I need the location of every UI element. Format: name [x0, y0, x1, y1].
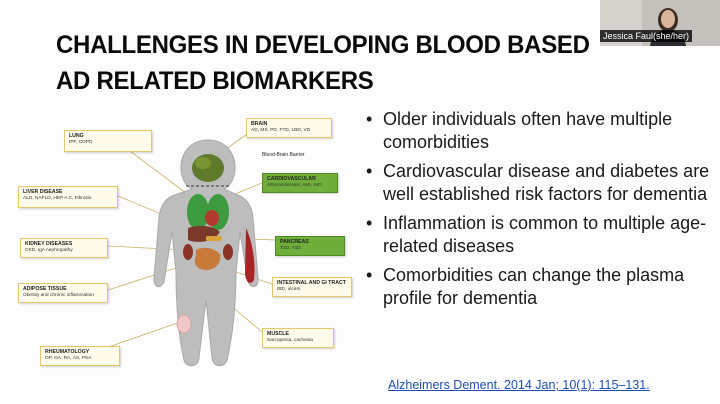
callout-cardiovascular: CARDIOVASCULAR Atherosclerosis, AMI, IHD — [262, 173, 338, 193]
callout-cardiovascular-title: CARDIOVASCULAR — [267, 176, 316, 182]
bullet-item: Cardiovascular disease and diabetes are … — [366, 160, 711, 205]
callout-muscle-title: MUSCLE — [267, 331, 289, 337]
callout-pancreas: PANCREAS T2D, T1D — [275, 236, 345, 256]
callout-rheumatology: RHEUMATOLOGY OP, OA, RA, AS, PSA — [40, 346, 120, 366]
callout-intestinal-title: INTESTINAL AND GI TRACT — [277, 280, 346, 286]
callout-kidney-title: KIDNEY DISEASES — [25, 241, 73, 247]
lung-left-icon — [187, 194, 209, 230]
callout-brain-sub: AD, MS, PD, FTD, LBD, VD — [251, 127, 311, 133]
heart-icon — [205, 210, 219, 226]
pancreas-icon — [206, 236, 222, 241]
kidney-right-icon — [223, 244, 233, 260]
intestine-icon — [194, 247, 221, 270]
brain-icon — [192, 154, 224, 182]
blood-brain-barrier-label: Blood-Brain Barrier — [262, 152, 305, 158]
connector-rheumatology — [99, 321, 181, 351]
callout-adipose-sub: Obesity and chronic inflammation — [23, 292, 94, 298]
callout-muscle-sub: Sarcopenia, cachexia — [267, 337, 313, 343]
connector-kidney — [107, 245, 187, 251]
callout-adipose: ADIPOSE TISSUE Obesity and chronic infla… — [18, 283, 108, 303]
callout-liver: LIVER DISEASE ALD, NAFLD, HEP A C, Fibro… — [18, 186, 118, 208]
slide-title-line-1: CHALLENGES IN DEVELOPING BLOOD BASED — [56, 31, 590, 59]
callout-kidney: KIDNEY DISEASES CKD, IgA nephropathy — [20, 238, 108, 258]
callout-muscle: MUSCLE Sarcopenia, cachexia — [262, 328, 334, 348]
bullet-list: Older individuals often have multiple co… — [366, 108, 711, 316]
presenter-name-label: Jessica Faul(she/her) — [600, 30, 693, 42]
knee-joint-icon — [176, 314, 192, 334]
bullet-item: Inflammation is common to multiple age-r… — [366, 212, 711, 257]
callout-cardiovascular-sub: Atherosclerosis, AMI, IHD — [267, 182, 322, 188]
callout-lung-title: LUNG — [69, 133, 84, 139]
muscle-icon — [245, 228, 255, 283]
body-silhouette — [153, 139, 259, 367]
kidney-left-icon — [183, 244, 193, 260]
callout-intestinal: INTESTINAL AND GI TRACT IBD, ulcers — [272, 277, 352, 297]
bullet-item: Comorbidities can change the plasma prof… — [366, 264, 711, 309]
callout-liver-sub: ALD, NAFLD, HEP A C, Fibrosis — [23, 195, 92, 201]
citation-link[interactable]: Alzheimers Dement. 2014 Jan; 10(1): 115–… — [388, 378, 650, 392]
callout-adipose-title: ADIPOSE TISSUE — [23, 286, 67, 292]
callout-liver-title: LIVER DISEASE — [23, 189, 63, 195]
callout-pancreas-sub: T2D, T1D — [280, 245, 301, 251]
callout-rheumatology-title: RHEUMATOLOGY — [45, 349, 90, 355]
callout-lung-sub: IPF, COPD — [69, 139, 93, 145]
slide-title: CHALLENGES IN DEVELOPING BLOOD BASED AD … — [56, 27, 632, 99]
bullet-item: Older individuals often have multiple co… — [366, 108, 711, 153]
brain-highlight-icon — [195, 157, 211, 169]
callout-rheumatology-sub: OP, OA, RA, AS, PSA — [45, 355, 92, 361]
slide-title-line-2: AD RELATED BIOMARKERS — [56, 67, 374, 95]
callout-pancreas-title: PANCREAS — [280, 239, 309, 245]
presenter-video-tile[interactable]: Jessica Faul(she/her) — [600, 0, 720, 46]
callout-kidney-sub: CKD, IgA nephropathy — [25, 247, 73, 253]
callout-brain: BRAIN AD, MS, PD, FTD, LBD, VD — [246, 118, 332, 138]
callout-brain-title: BRAIN — [251, 121, 268, 127]
callout-intestinal-sub: IBD, ulcers — [277, 286, 301, 292]
callout-lung: LUNG IPF, COPD — [64, 130, 152, 152]
